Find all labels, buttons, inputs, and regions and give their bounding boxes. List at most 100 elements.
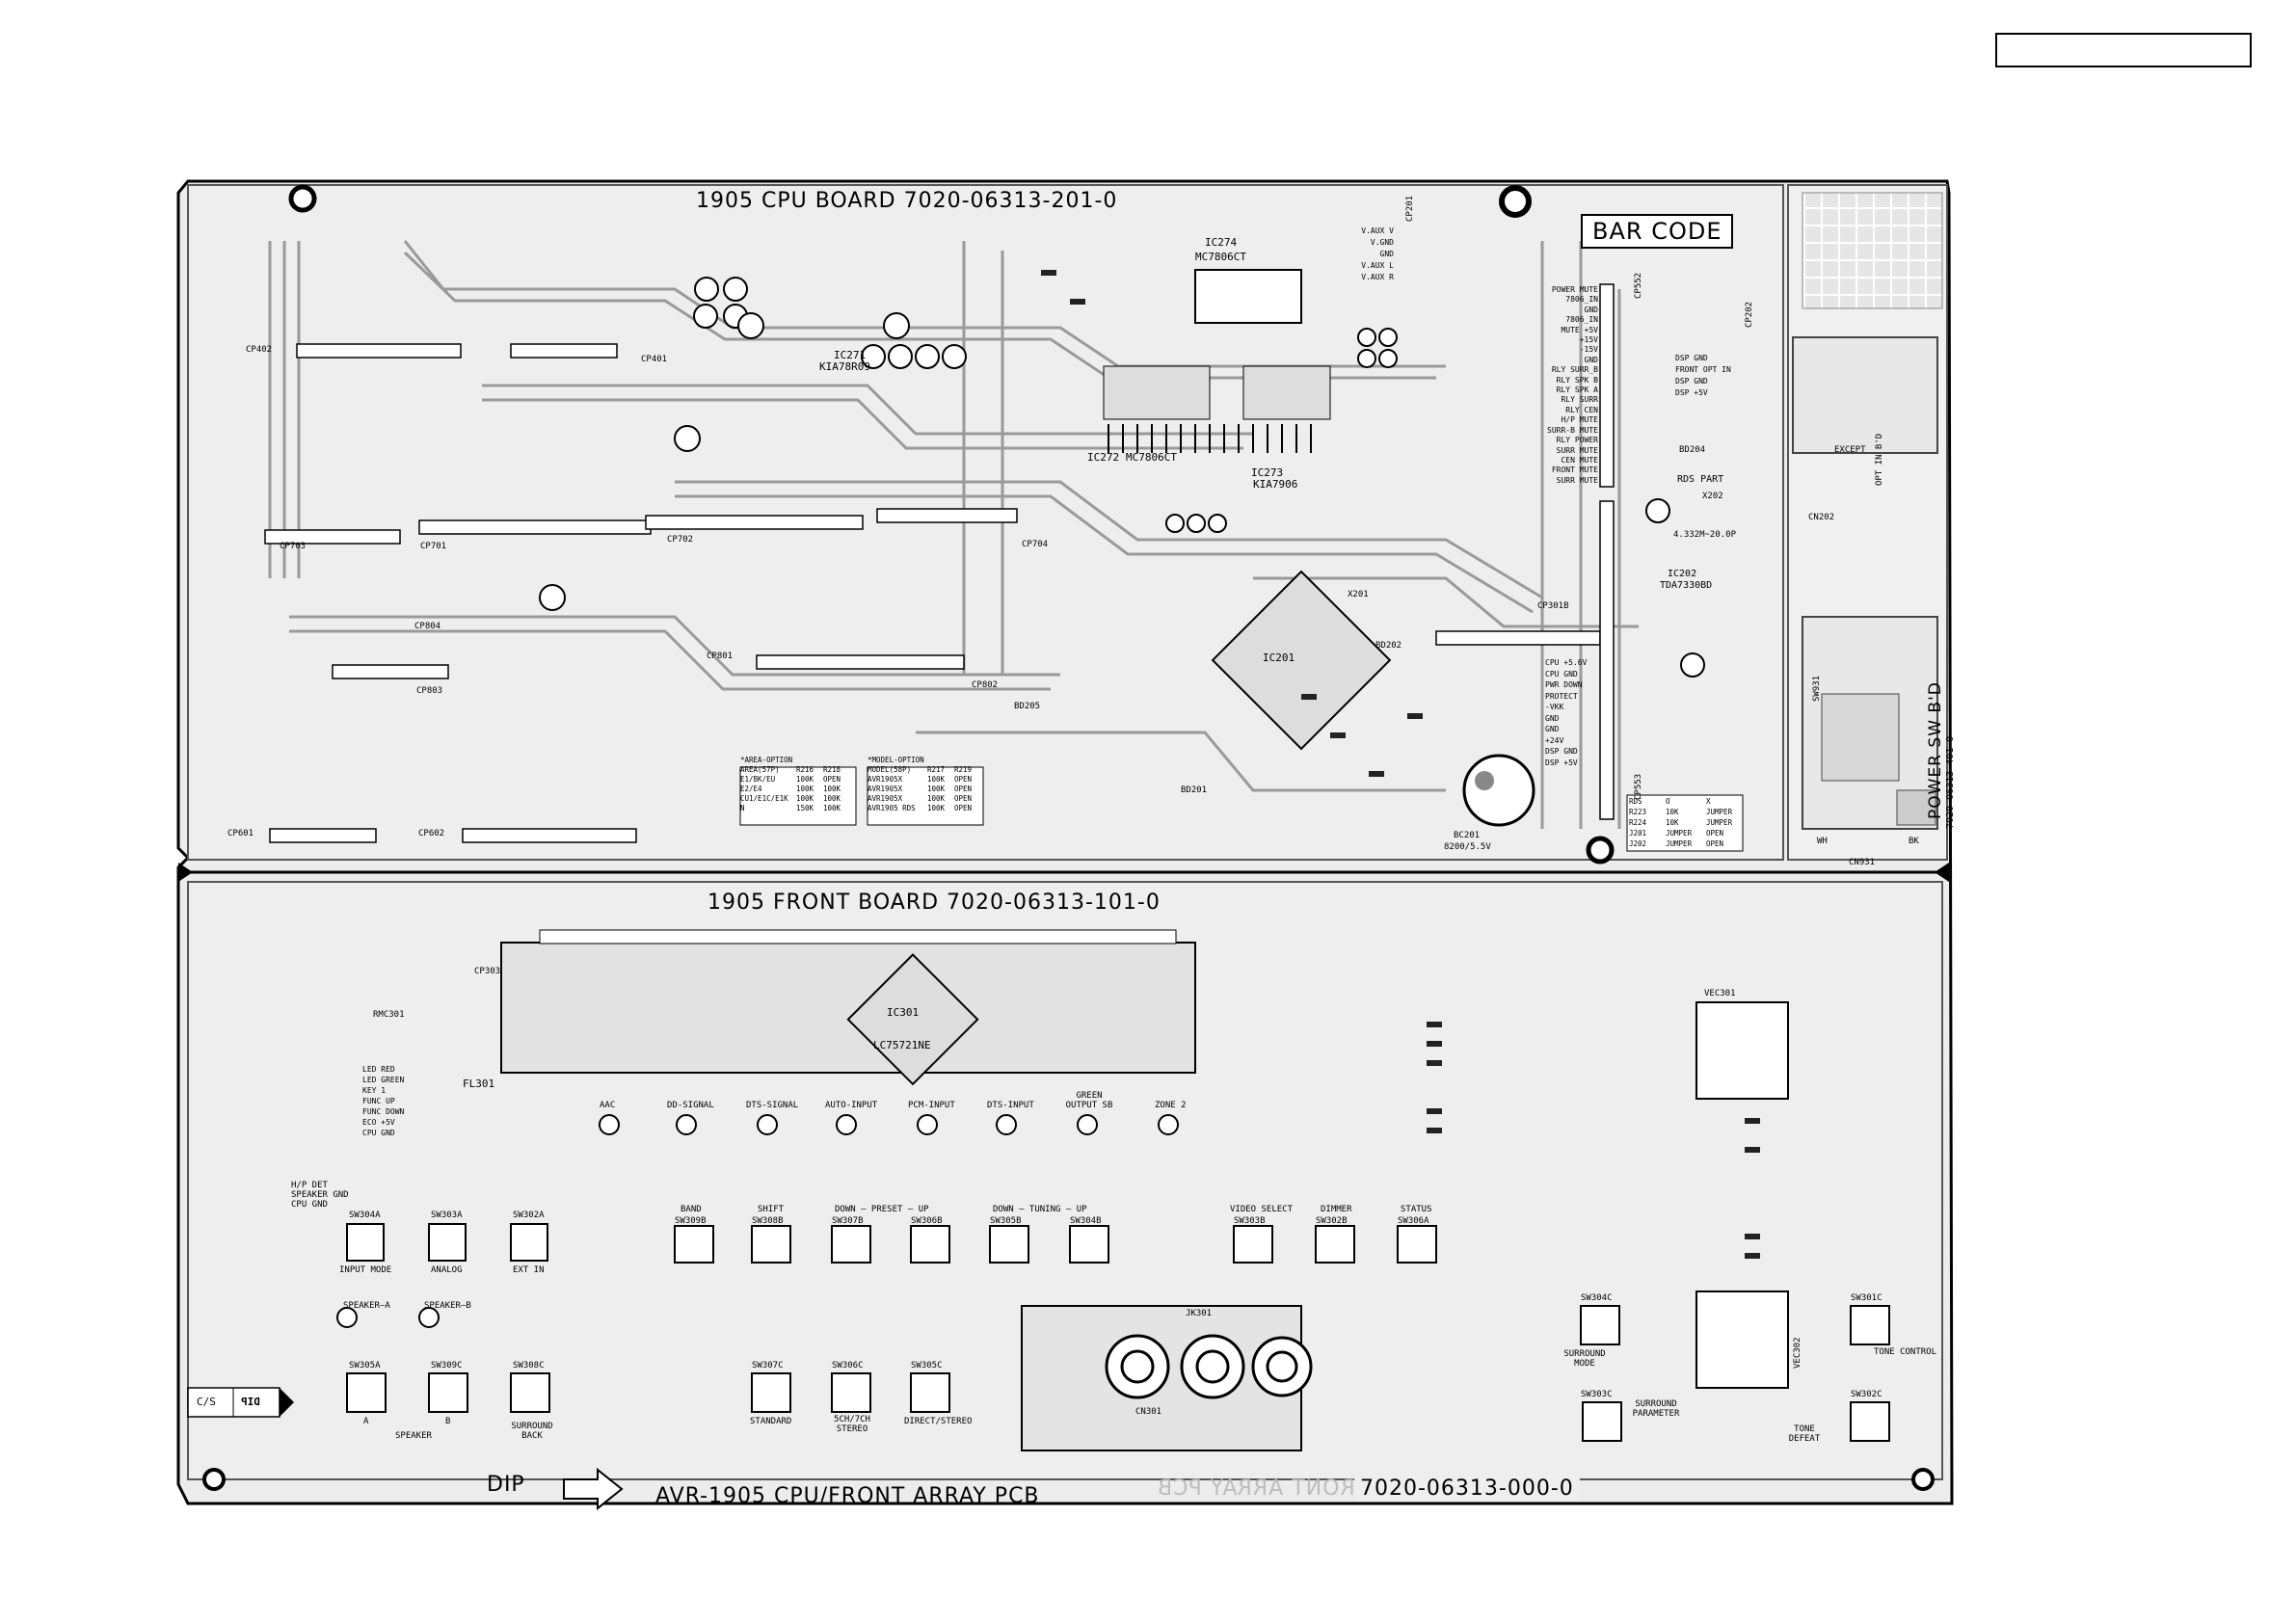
table-header: R218 [823,765,841,774]
pin-label: LED GREEN [362,1076,405,1084]
switch-label: B [445,1417,451,1426]
ic202-ref: IC202 [1668,569,1697,579]
table-cell: N [740,804,745,812]
switch-ref: SW307C [752,1361,784,1370]
switch-ref: SW303A [431,1211,463,1220]
led-label: PCM-INPUT [908,1101,955,1110]
table-cell: 100K [796,794,814,803]
table-cell: AVR1905 RDS [868,804,916,812]
table-header: R216 [796,765,814,774]
switch-label: STANDARD [750,1417,792,1426]
switch-ref: SW304A [349,1211,381,1220]
vec-label: VEC301 [1704,989,1736,998]
power-sw-label: EXCEPT [1834,445,1866,455]
pin-label: KEY 1 [362,1086,387,1095]
table-header: X [1706,797,1711,806]
misc-label: BC201 [1454,831,1481,840]
table-cell: 100K [823,804,841,812]
switch-ref: SW304C [1581,1293,1613,1303]
switch-ref: SW301C [1851,1293,1882,1303]
ic301-chip [846,953,979,1086]
switch-label: STATUS [1401,1205,1432,1214]
connector-cp704: CP704 [1022,540,1049,549]
switch-label: DIMMER [1321,1205,1352,1214]
connector-cp602: CP602 [418,829,445,838]
led-label: ZONE 2 [1155,1101,1187,1110]
pin-label: PWR DOWN [1545,680,1583,689]
pin-label: SURR MUTE [1556,475,1598,485]
table-cell: AVR1905X [868,775,903,784]
table-header: O [1666,797,1670,806]
switch-label: SURROUND MODE [1563,1349,1606,1369]
switch-ref: SW305B [990,1216,1022,1226]
table-cell: OPEN [954,785,973,793]
table-cell: 100K [927,794,946,803]
led-label: AUTO-INPUT [825,1101,878,1110]
pin-label: POWER MUTE [1551,285,1598,294]
misc-label: 8200/5.5V [1444,842,1491,852]
misc-label: 4.332M~20.0P [1673,530,1737,540]
switch-label: A [363,1417,369,1426]
speaker-label: SPEAKER [395,1431,432,1441]
switch-ref: SW309C [431,1361,463,1370]
connector-cp703: CP703 [280,542,307,551]
misc-label: X201 [1348,590,1369,599]
pin-label: CPU GND [362,1129,395,1137]
pin-label: CEN MUTE [1561,455,1598,465]
pin-label: RLY POWER [1556,436,1598,445]
pin-label: GND [1545,713,1560,723]
rds-jumper-table: RDS O X R223 10K JUMPER R224 10K JUMPER … [1629,796,1743,849]
connector-cp402: CP402 [246,345,273,355]
table-cell: OPEN [823,775,841,784]
switch-ref: SW303B [1234,1216,1266,1226]
table-row: AVR1905 RDS 100K OPEN [868,804,977,813]
table-cell: OPEN [954,804,973,812]
fl301-display [500,942,1196,1074]
switch-ref: SW308B [752,1216,784,1226]
connector-cp701: CP701 [420,542,447,551]
pin-label: GND [1545,725,1560,733]
front-misc-label: CP303 [474,967,501,976]
model-option-table: *MODEL-OPTION MODEL(58P) R217 R219 AVR19… [868,756,977,813]
pin-label: DSP GND [1675,354,1708,362]
switch-ref: SW302C [1851,1390,1882,1399]
switch-ref: SW305A [349,1361,381,1370]
table-header: AREA(57P) [740,765,780,774]
ic273-part: KIA7906 [1253,478,1298,491]
switch-label: ANALOG [431,1265,463,1275]
table-cell: 100K [796,785,814,793]
connector-cn202: CN202 [1808,513,1835,522]
front-misc-label: RMC301 [373,1010,405,1020]
pin-label: GND [1584,355,1598,364]
cpu-board-title: 1905 CPU BOARD 7020-06313-201-0 [696,189,1118,213]
ic272-part: MC7806CT [1126,451,1177,464]
switch-label: TONE CONTROL [1874,1347,1937,1357]
connector-cp803: CP803 [416,686,443,696]
pin-label: -VKK [1545,703,1564,711]
speaker-label: SPEAKER—A [343,1301,390,1311]
switch-ref: SW306B [911,1216,943,1226]
pin-label: -15V [1579,345,1598,355]
switch-ref: SW303C [1581,1390,1613,1399]
pin-label: RLY SPK A [1556,386,1598,395]
pin-label: FRONT MUTE [1551,466,1598,475]
connector-cp801: CP801 [707,652,734,661]
jack-label: CN301 [1135,1407,1162,1417]
table-cell: 100K [796,775,814,784]
ic272-ref: IC272 [1087,451,1120,464]
switch-label: DOWN — PRESET — UP [835,1205,929,1214]
pin-label: DSP GND [1675,377,1708,386]
power-sw-code: 7020-06313-401-0 [1945,735,1956,829]
connector-cp601: CP601 [227,829,254,838]
pin-label: 7806_IN [1565,295,1598,305]
pin-label: ECO +5V [362,1118,395,1127]
table-cell: AVR1905X [868,785,903,793]
ic301-ref: IC301 [887,1006,920,1019]
power-sw-label: OPT IN B'D [1875,433,1884,486]
switch-label: TONE DEFEAT [1788,1424,1821,1444]
connector-cp201: CP201 [1405,195,1415,222]
table-row: AREA(57P) R216 R218 [740,765,846,775]
power-mute-pins: POWER MUTE 7806_IN GND 7806_IN MUTE +5V … [1542,285,1598,486]
front-board-title: 1905 FRONT BOARD 7020-06313-101-0 [707,891,1161,915]
